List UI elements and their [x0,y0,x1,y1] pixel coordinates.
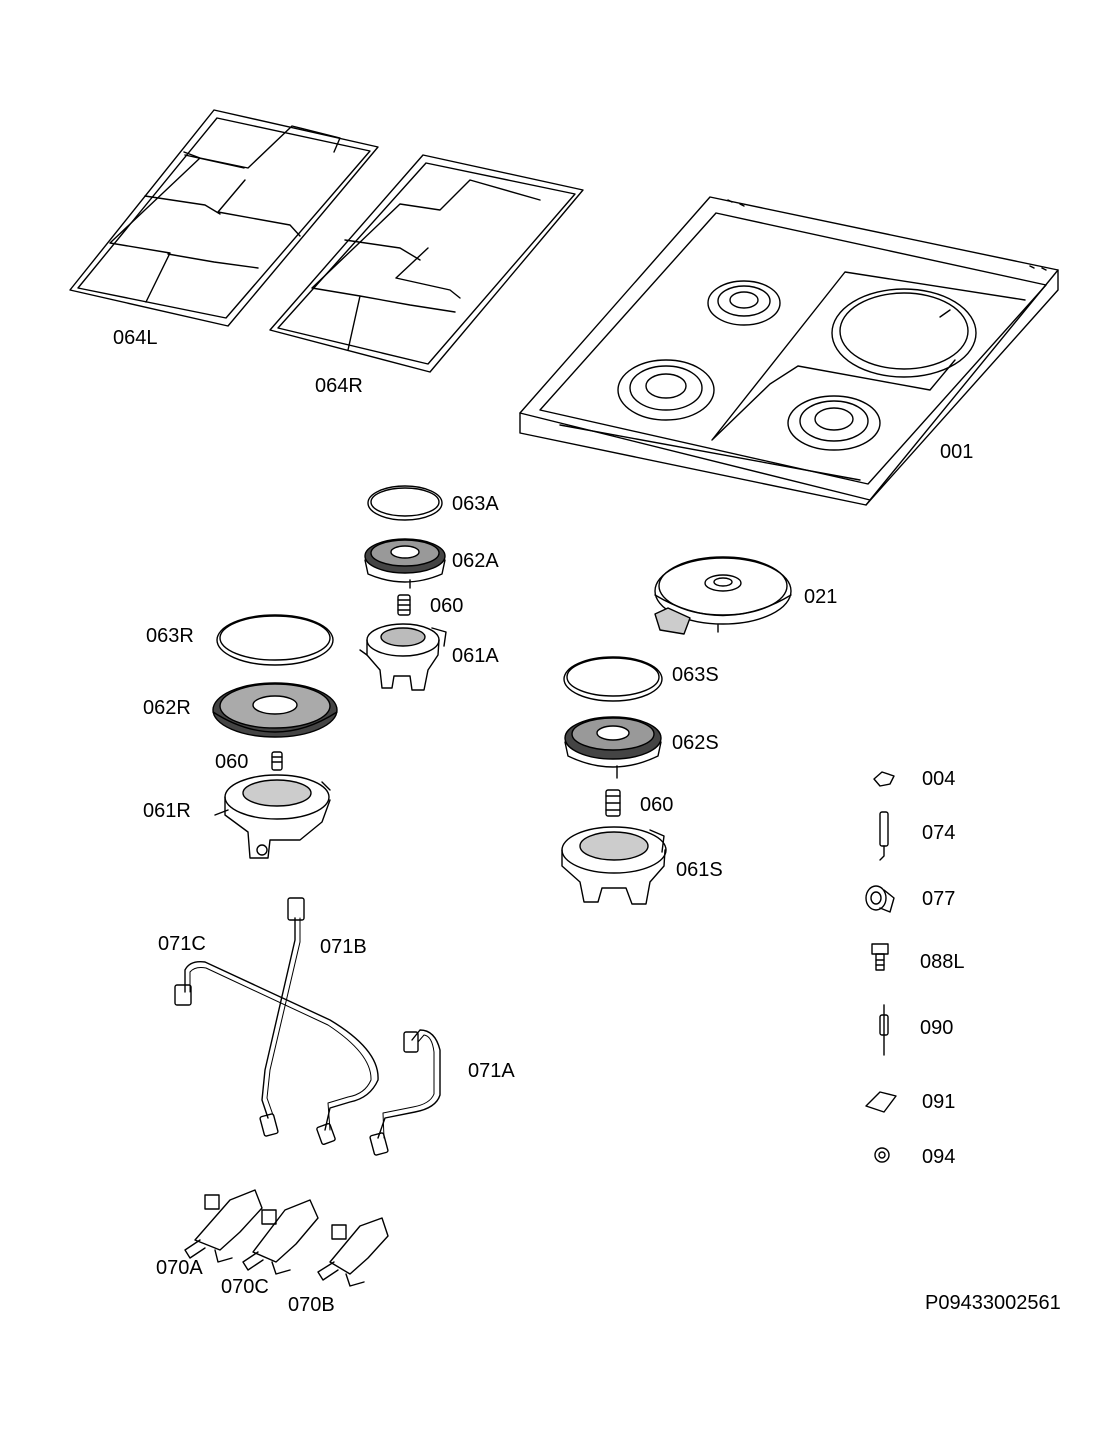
part-label-060-aux: 060 [430,595,464,617]
burner-crown-semirapid [565,717,661,778]
part-label-090: 090 [920,1017,954,1039]
part-label-062R: 062R [143,697,191,719]
injector-rapid [272,752,282,770]
part-label-063R: 063R [146,625,194,647]
part-label-070A: 070A [156,1257,203,1279]
hob-top-panel [520,197,1058,505]
part-label-088L: 088L [920,951,965,973]
nozzle-088L [872,944,888,970]
part-label-061S: 061S [676,859,723,881]
part-label-071A: 071A [468,1060,515,1082]
part-label-021: 021 [804,586,838,608]
part-label-062S: 062S [672,732,719,754]
washer-094 [875,1148,889,1162]
spark-electrode-074 [880,812,888,860]
part-label-077: 077 [922,888,956,910]
injector-aux [398,595,410,615]
gas-pipe-071B [260,898,304,1136]
part-label-060-semirapid: 060 [640,794,674,816]
burner-cap-rapid [217,615,333,665]
part-label-094: 094 [922,1146,956,1168]
part-label-001: 001 [940,441,974,463]
electric-hotplate [655,557,791,634]
part-label-004: 004 [922,768,956,790]
elbow-fitting-077 [866,886,894,912]
part-label-071B: 071B [320,936,367,958]
part-label-060-rapid: 060 [215,751,249,773]
gas-pipe-071C [175,962,378,1145]
pan-support-left [70,110,378,326]
part-label-064L: 064L [113,327,158,349]
part-label-063A: 063A [452,493,499,515]
burner-base-semirapid [562,827,666,904]
document-code: P09433002561 [925,1292,1061,1314]
pan-support-right [270,155,583,372]
burner-base-aux [360,624,446,690]
thermocouple-090 [880,1005,888,1055]
part-label-064R: 064R [315,375,363,397]
part-label-074: 074 [922,822,956,844]
part-label-071C: 071C [158,933,206,955]
burner-cap-semirapid [564,657,662,701]
part-label-063S: 063S [672,664,719,686]
burner-crown-rapid [213,683,337,737]
burner-base-rapid [215,775,330,858]
injector-semirapid [606,790,620,816]
part-label-061R: 061R [143,800,191,822]
clip-004 [874,772,894,786]
gas-valve-070A [185,1190,262,1262]
part-label-070B: 070B [288,1294,335,1316]
gas-valve-070B [318,1218,388,1286]
part-label-061A: 061A [452,645,499,667]
part-label-062A: 062A [452,550,499,572]
burner-crown-aux [365,539,445,588]
part-label-091: 091 [922,1091,956,1113]
gas-pipe-071A [370,1030,440,1155]
holder-091 [866,1092,896,1112]
gas-valve-070C [243,1200,318,1274]
part-label-070C: 070C [221,1276,269,1298]
burner-cap-aux [368,486,442,520]
